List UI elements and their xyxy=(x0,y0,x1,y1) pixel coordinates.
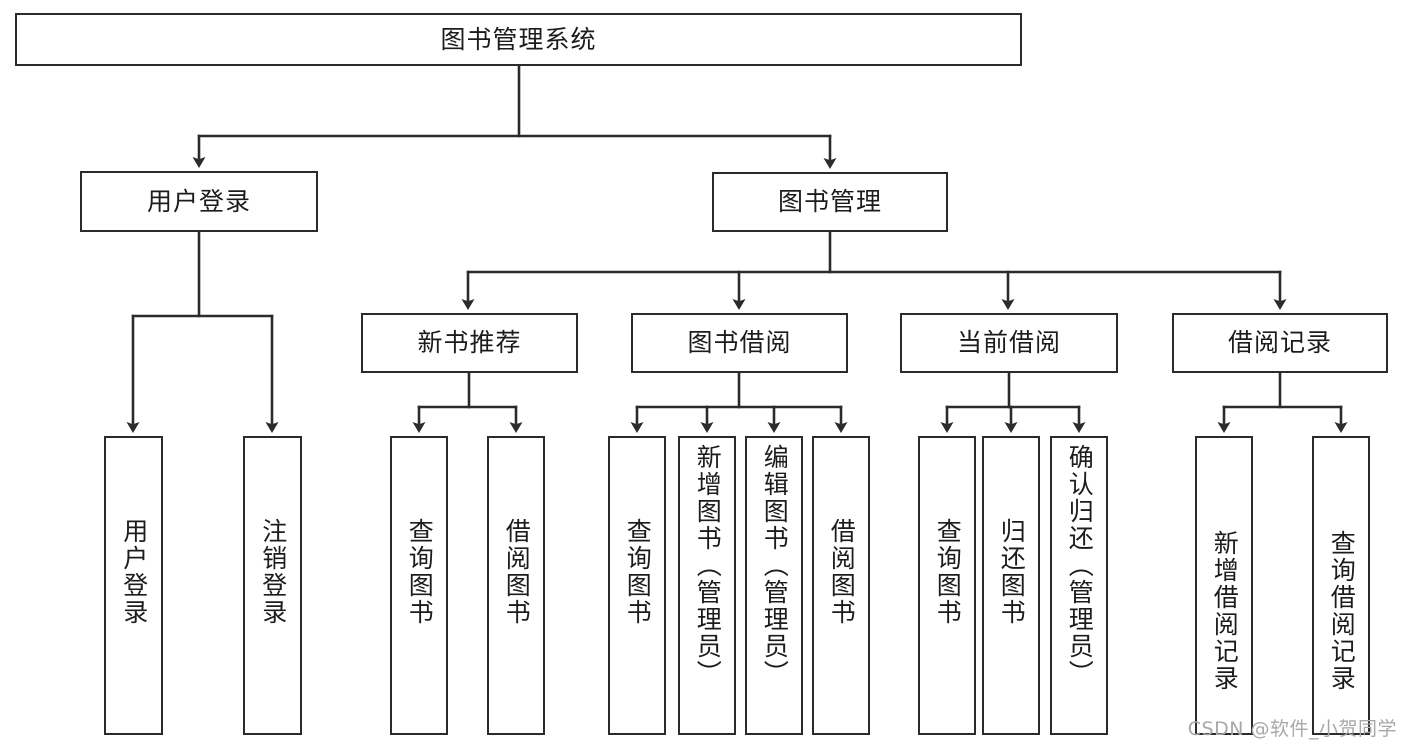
node-label: 借阅图书 xyxy=(827,518,857,626)
node-label: 查询图书 xyxy=(405,518,435,626)
node-label: 注销登录 xyxy=(258,518,288,626)
leaf-borrow-book[interactable]: 借阅图书 xyxy=(812,436,870,735)
leaf-query-book-recommend[interactable]: 查询图书 xyxy=(390,436,448,735)
node-label: 归还图书 xyxy=(997,518,1027,626)
leaf-add-borrow-record[interactable]: 新增借阅记录 xyxy=(1195,436,1253,735)
node-label: 编辑图书（管理员） xyxy=(760,444,790,687)
node-book-borrow[interactable]: 图书借阅 xyxy=(631,313,848,373)
node-current-borrow[interactable]: 当前借阅 xyxy=(900,313,1118,373)
node-label: 借阅图书 xyxy=(502,518,532,626)
node-book-management[interactable]: 图书管理 xyxy=(712,172,948,232)
node-label: 查询借阅记录 xyxy=(1327,530,1357,692)
node-root-system[interactable]: 图书管理系统 xyxy=(15,13,1022,66)
node-label: 图书借阅 xyxy=(687,328,792,358)
node-new-book-recommend[interactable]: 新书推荐 xyxy=(361,313,578,373)
node-label: 当前借阅 xyxy=(956,328,1061,358)
node-label: 新书推荐 xyxy=(417,328,522,358)
node-borrow-record[interactable]: 借阅记录 xyxy=(1172,313,1388,373)
csdn-watermark: CSDN @软件_小贺同学 xyxy=(1187,718,1397,740)
leaf-borrow-book-recommend[interactable]: 借阅图书 xyxy=(487,436,545,735)
leaf-return-book[interactable]: 归还图书 xyxy=(982,436,1040,735)
node-label: 新增借阅记录 xyxy=(1210,530,1240,692)
leaf-add-book-admin[interactable]: 新增图书（管理员） xyxy=(678,436,736,735)
node-label: 用户登录 xyxy=(119,518,149,626)
node-label: 查询图书 xyxy=(933,518,963,626)
leaf-query-book-current[interactable]: 查询图书 xyxy=(918,436,976,735)
node-label: 确认归还（管理员） xyxy=(1065,444,1095,687)
node-label: 用户登录 xyxy=(146,186,251,216)
node-label: 图书管理 xyxy=(777,187,882,217)
leaf-query-borrow-record[interactable]: 查询借阅记录 xyxy=(1312,436,1370,735)
leaf-query-book-borrow[interactable]: 查询图书 xyxy=(608,436,666,735)
node-label: 查询图书 xyxy=(623,518,653,626)
node-user-login[interactable]: 用户登录 xyxy=(80,171,318,232)
leaf-edit-book-admin[interactable]: 编辑图书（管理员） xyxy=(745,436,803,735)
leaf-logout[interactable]: 注销登录 xyxy=(243,436,302,735)
leaf-user-login[interactable]: 用户登录 xyxy=(104,436,163,735)
node-label: 图书管理系统 xyxy=(440,24,597,54)
leaf-confirm-return-admin[interactable]: 确认归还（管理员） xyxy=(1050,436,1108,735)
node-label: 借阅记录 xyxy=(1227,328,1332,358)
node-label: 新增图书（管理员） xyxy=(693,444,723,687)
